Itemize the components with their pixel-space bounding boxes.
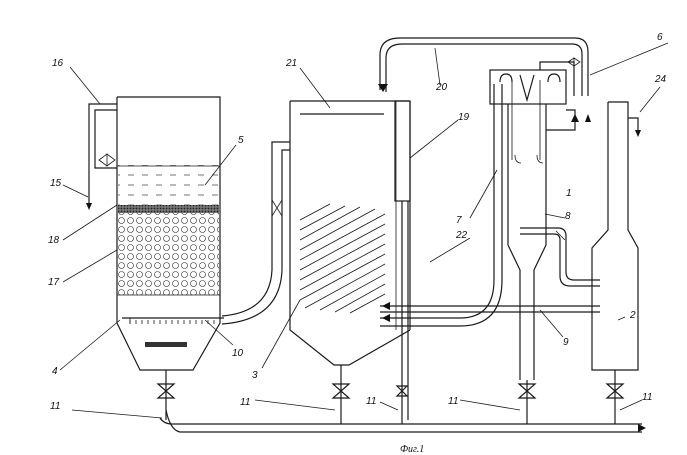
label-3: 3 [252, 370, 258, 381]
label-9: 9 [563, 337, 569, 348]
label-2: 2 [629, 310, 636, 321]
leader-lines [59, 42, 669, 419]
pipe-20 [378, 37, 589, 96]
figure-caption: Фиг.1 [400, 444, 424, 455]
valve-icon[interactable] [517, 383, 537, 399]
valve-icon[interactable] [605, 383, 625, 399]
label-22: 22 [455, 230, 468, 241]
pipe-6 [539, 57, 591, 131]
label-19: 19 [458, 112, 470, 123]
pipe-10 [221, 141, 290, 325]
pipe-8 [520, 227, 600, 287]
pipe-7 [380, 84, 503, 327]
valve-icon[interactable] [156, 383, 176, 399]
packing-layer-17 [118, 213, 219, 295]
label-17: 17 [48, 277, 60, 288]
vessel-3 [289, 100, 411, 420]
label-1: 1 [566, 188, 572, 199]
label-24: 24 [654, 74, 667, 85]
label-5: 5 [238, 135, 244, 146]
label-11c: 11 [366, 396, 376, 407]
label-10: 10 [232, 348, 244, 359]
pipe-9 [380, 302, 600, 313]
valve-icons [156, 383, 625, 399]
label-11a: 11 [50, 401, 60, 412]
label-15: 15 [50, 178, 62, 189]
label-21: 21 [285, 58, 297, 69]
label-7: 7 [456, 215, 462, 226]
label-16: 16 [52, 58, 64, 69]
label-11f: 11 [642, 392, 652, 403]
vessel-4 [116, 96, 224, 420]
column-2 [591, 101, 641, 420]
label-20: 20 [435, 82, 448, 93]
unit-1 [489, 69, 567, 420]
distributor-nozzles [129, 320, 215, 324]
pipe-16 [86, 103, 117, 210]
label-11d: 11 [448, 396, 458, 407]
valve-icon[interactable] [331, 383, 351, 399]
water-layer-5 [118, 165, 219, 205]
drain-line-11 [159, 409, 646, 433]
valve-icon[interactable] [395, 385, 409, 397]
lamella-pack [299, 203, 386, 314]
label-18: 18 [48, 235, 60, 246]
column-19 [394, 100, 411, 420]
label-8: 8 [565, 211, 571, 222]
label-6: 6 [657, 32, 663, 43]
label-11b: 11 [240, 397, 250, 408]
dense-layer-18 [118, 205, 219, 213]
label-4: 4 [52, 366, 58, 377]
